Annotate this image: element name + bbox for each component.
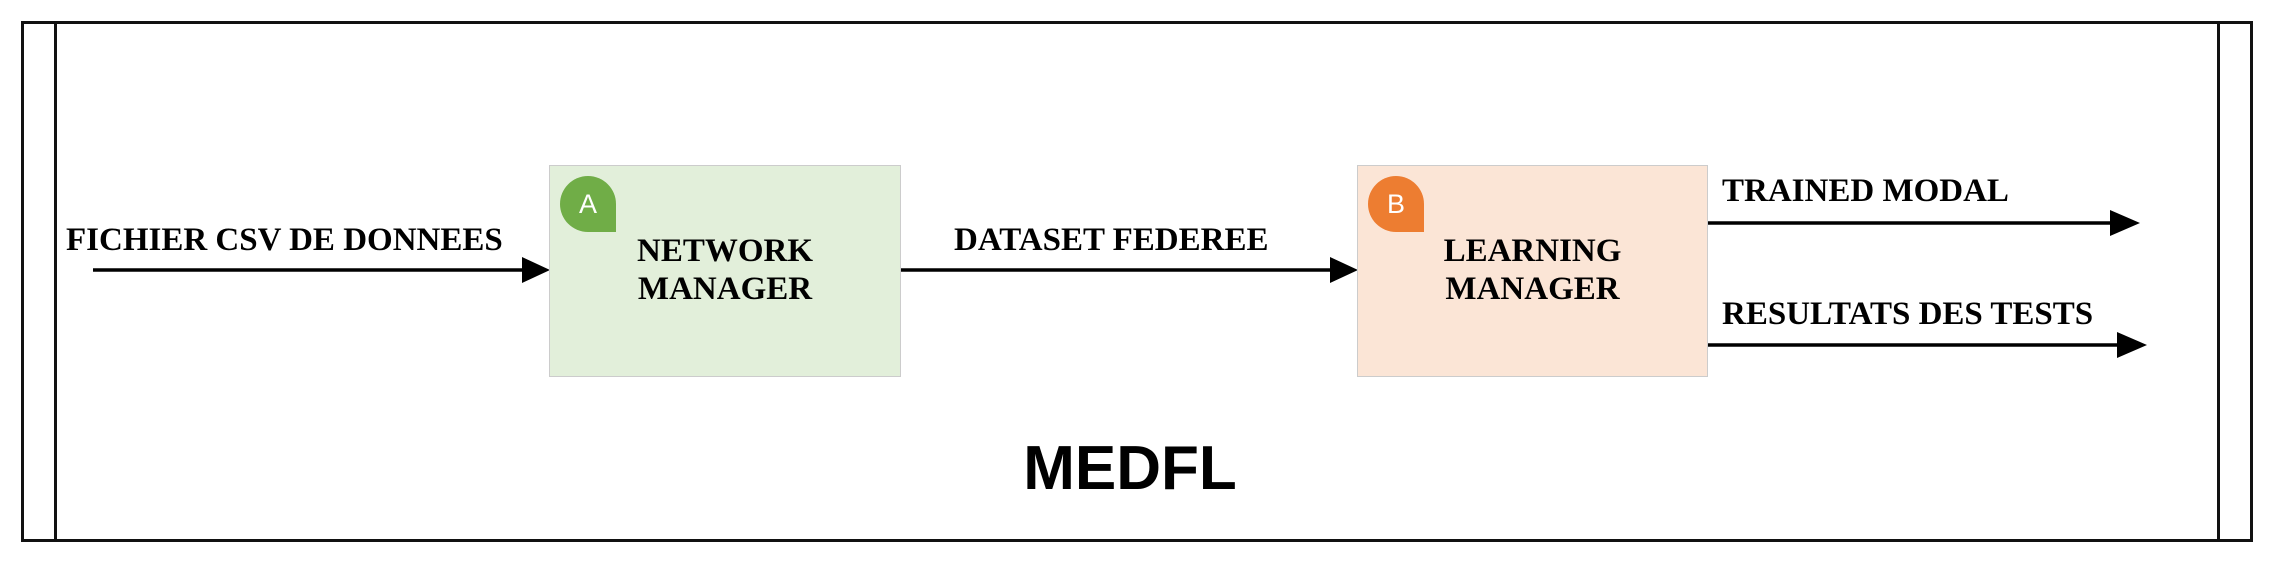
badge-a: A bbox=[560, 176, 616, 232]
network-manager-line1: NETWORK bbox=[636, 233, 814, 269]
output-arrow-2-head bbox=[2117, 332, 2147, 358]
frame-left-bar bbox=[54, 21, 57, 542]
learning-manager-line2: MANAGER bbox=[1445, 271, 1620, 307]
diagram-title: MEDFL bbox=[1023, 434, 1237, 503]
output-label-trained: TRAINED MODAL bbox=[1722, 173, 2009, 209]
badge-b: B bbox=[1368, 176, 1424, 232]
outer-frame bbox=[21, 21, 2253, 542]
learning-manager-line1: LEARNING bbox=[1443, 233, 1622, 269]
network-manager-box: A NETWORK MANAGER bbox=[549, 165, 901, 377]
network-manager-line2: MANAGER bbox=[637, 271, 813, 307]
input-arrow-head bbox=[522, 257, 550, 283]
middle-arrow-head bbox=[1330, 257, 1358, 283]
middle-label: DATASET FEDEREE bbox=[954, 222, 1269, 258]
frame-right-bar bbox=[2217, 21, 2220, 542]
output-label-results: RESULTATS DES TESTS bbox=[1722, 296, 2094, 332]
output-arrow-1-head bbox=[2110, 210, 2140, 236]
learning-manager-box: B LEARNING MANAGER bbox=[1357, 165, 1708, 377]
input-label: FICHIER CSV DE DONNEES bbox=[66, 222, 503, 258]
